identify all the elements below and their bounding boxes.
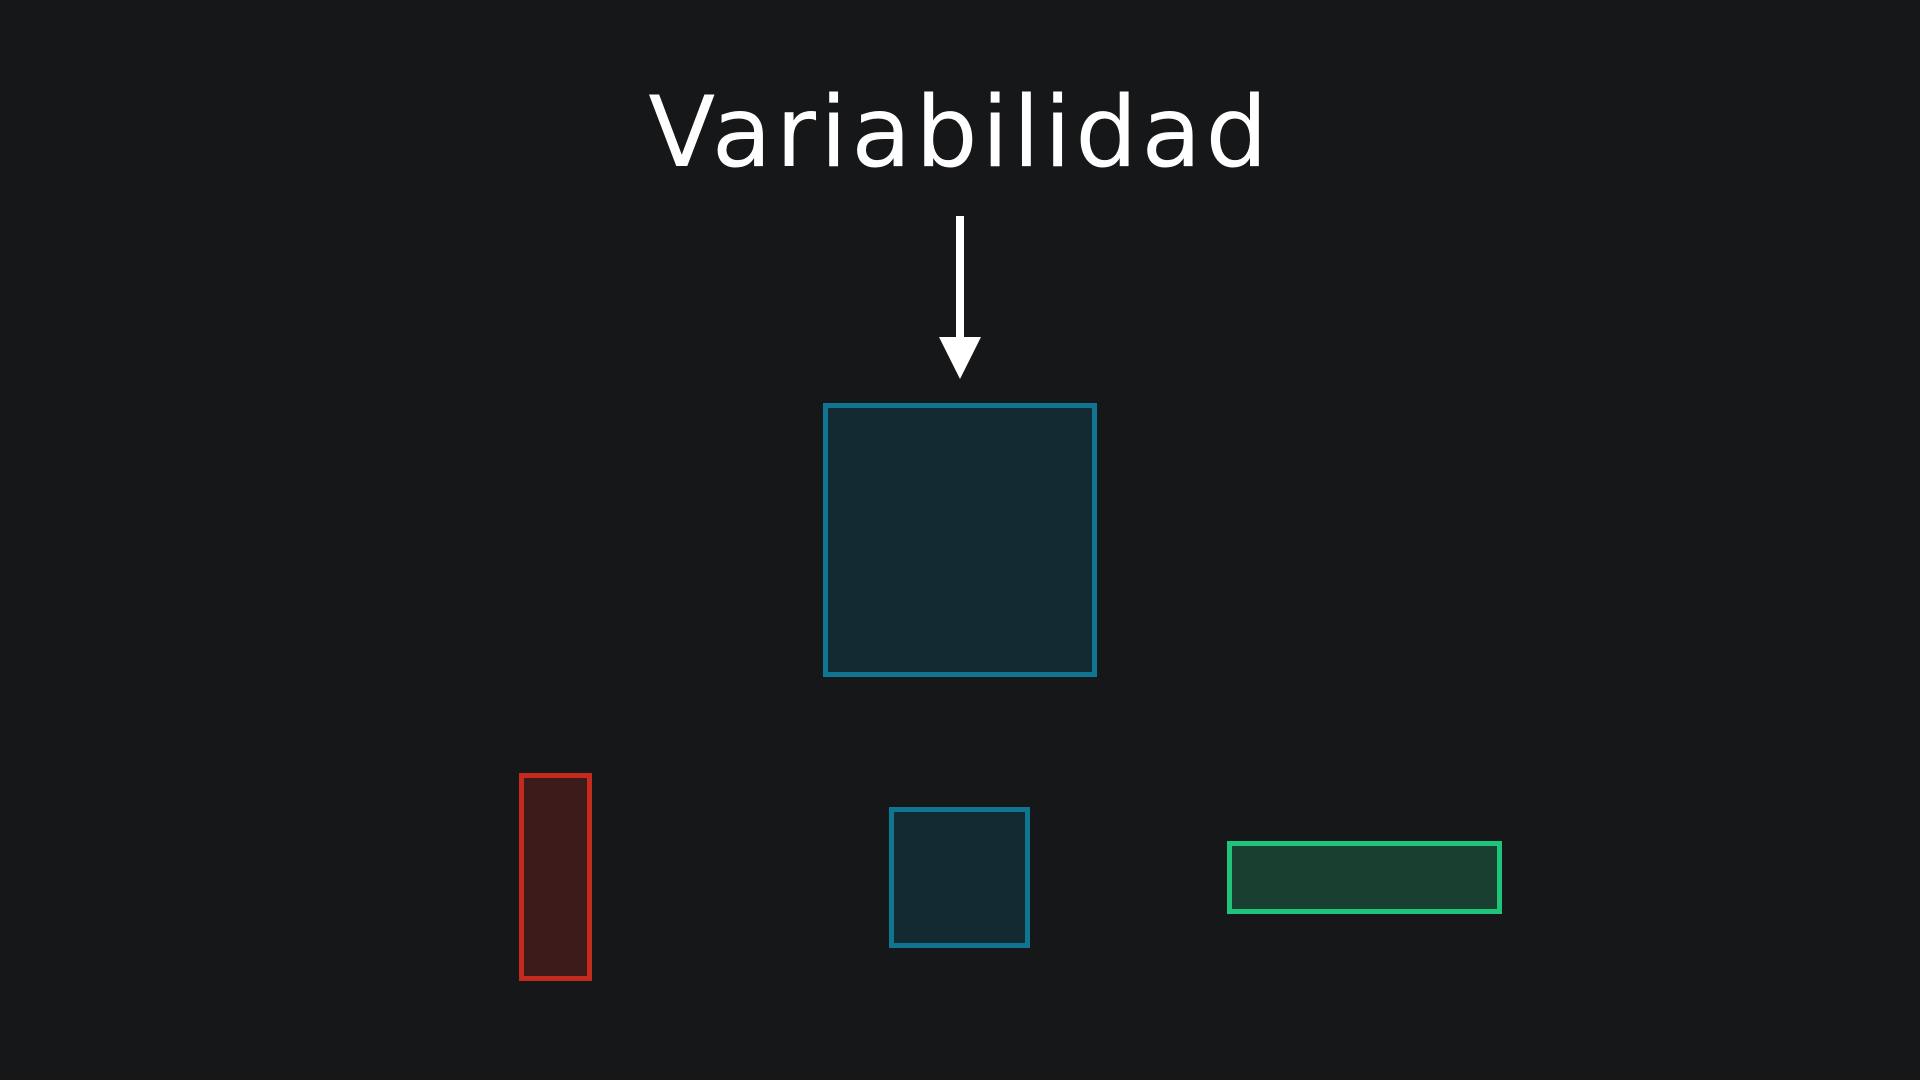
green-wide-rectangle xyxy=(1227,841,1502,914)
slide-title: Variabilidad xyxy=(648,76,1272,190)
arrow-head xyxy=(939,337,981,379)
small-blue-square xyxy=(889,807,1030,948)
large-blue-square xyxy=(823,403,1097,677)
red-tall-rectangle xyxy=(519,773,592,981)
